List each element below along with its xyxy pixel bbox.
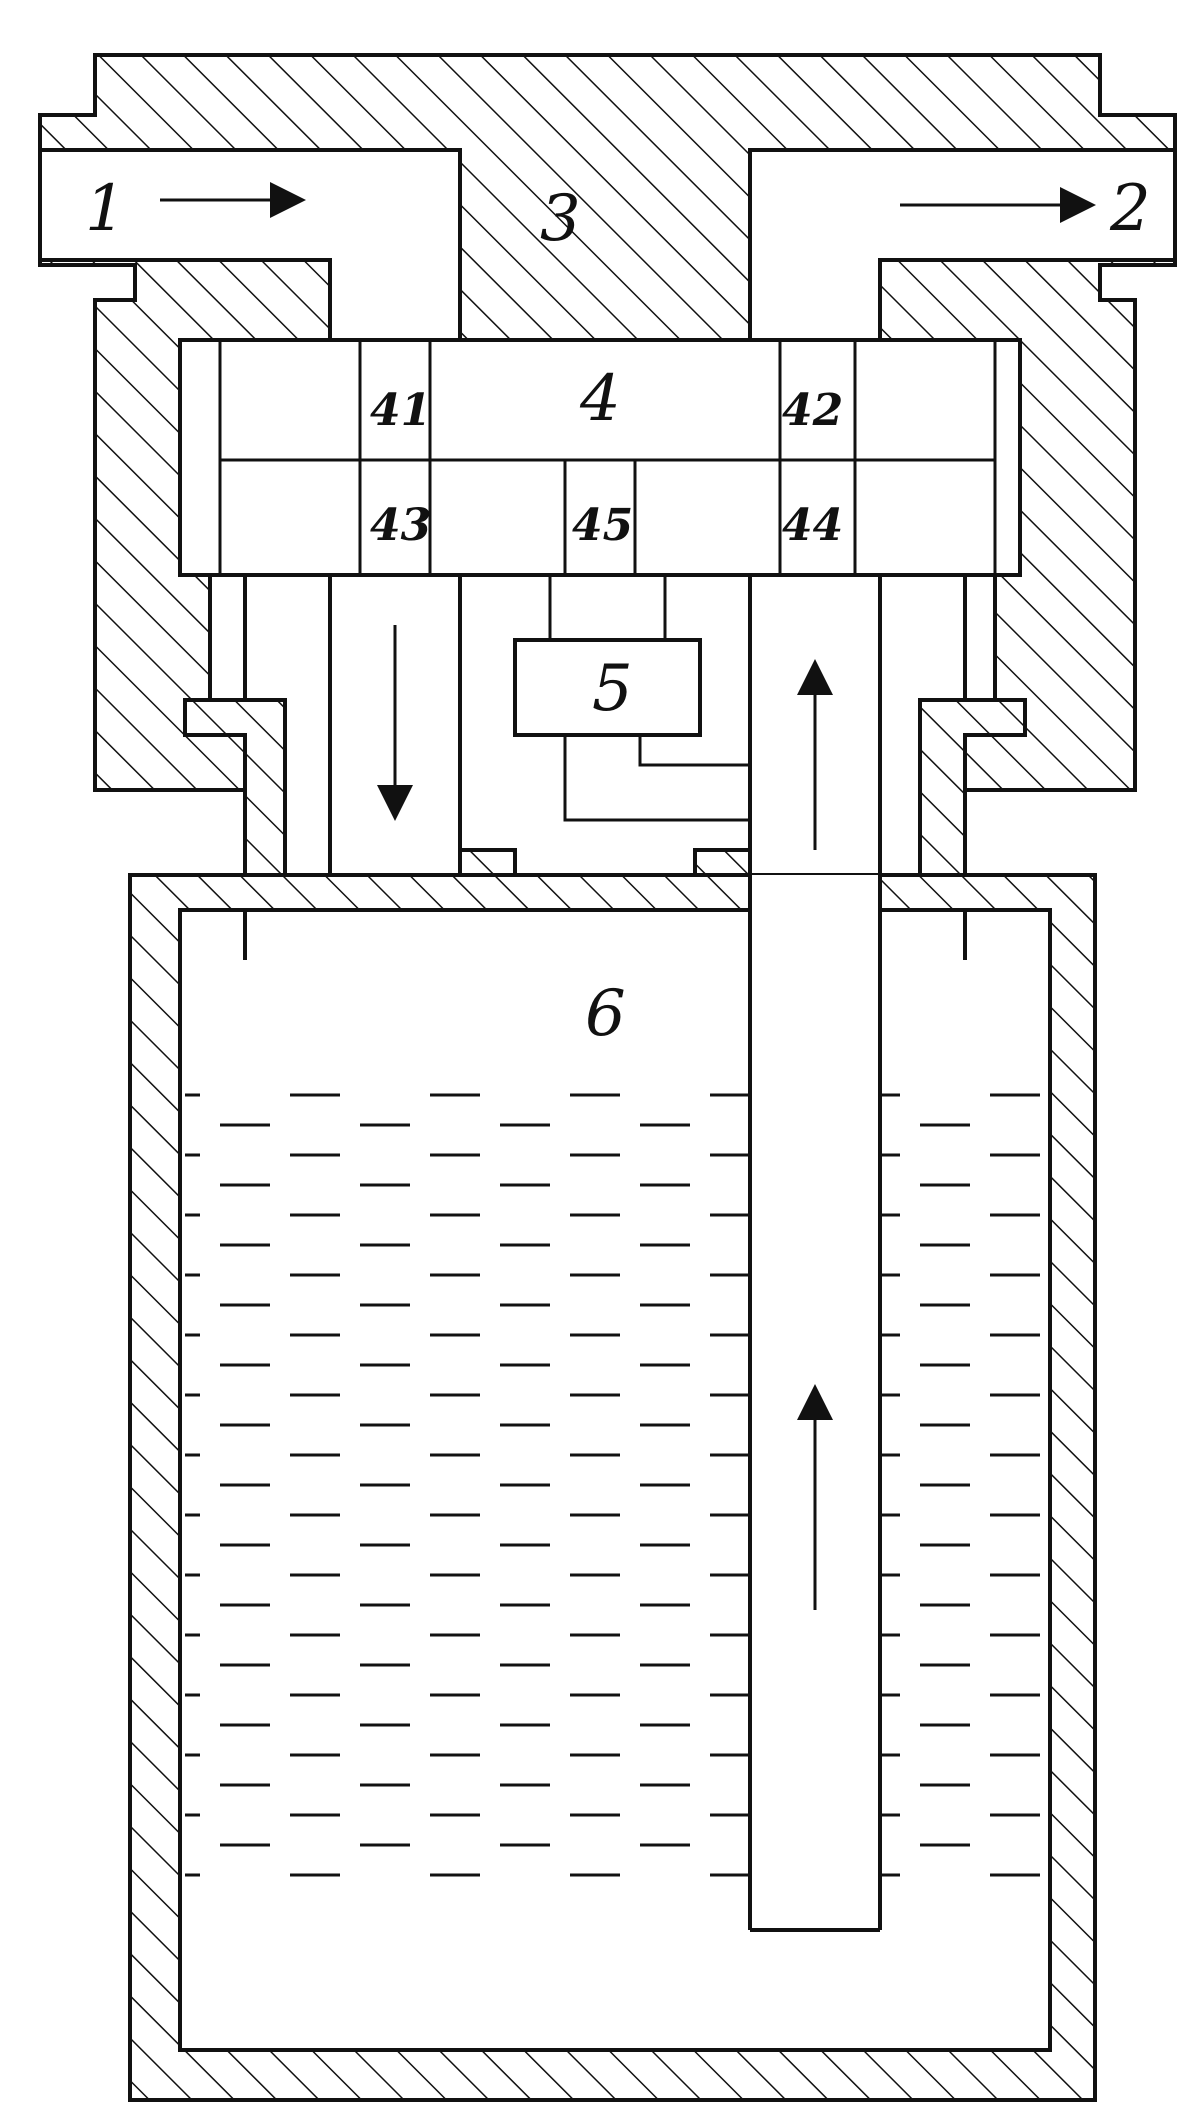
controller-box — [513, 575, 750, 822]
label-port-41: 41 — [370, 385, 431, 436]
label-controller: 5 — [592, 652, 633, 726]
liquid — [185, 1080, 1045, 1880]
housing — [38, 53, 1177, 795]
label-port-44: 44 — [782, 500, 843, 551]
valve-block — [178, 338, 1022, 577]
label-port-43: 43 — [370, 500, 431, 551]
label-outlet: 2 — [1109, 172, 1151, 246]
label-tank: 6 — [585, 977, 626, 1051]
label-port-45: 45 — [572, 500, 633, 551]
label-housing: 3 — [540, 182, 581, 256]
label-port-42: 42 — [782, 385, 843, 436]
label-valve-block: 4 — [579, 362, 621, 436]
label-inlet: 1 — [85, 172, 126, 246]
